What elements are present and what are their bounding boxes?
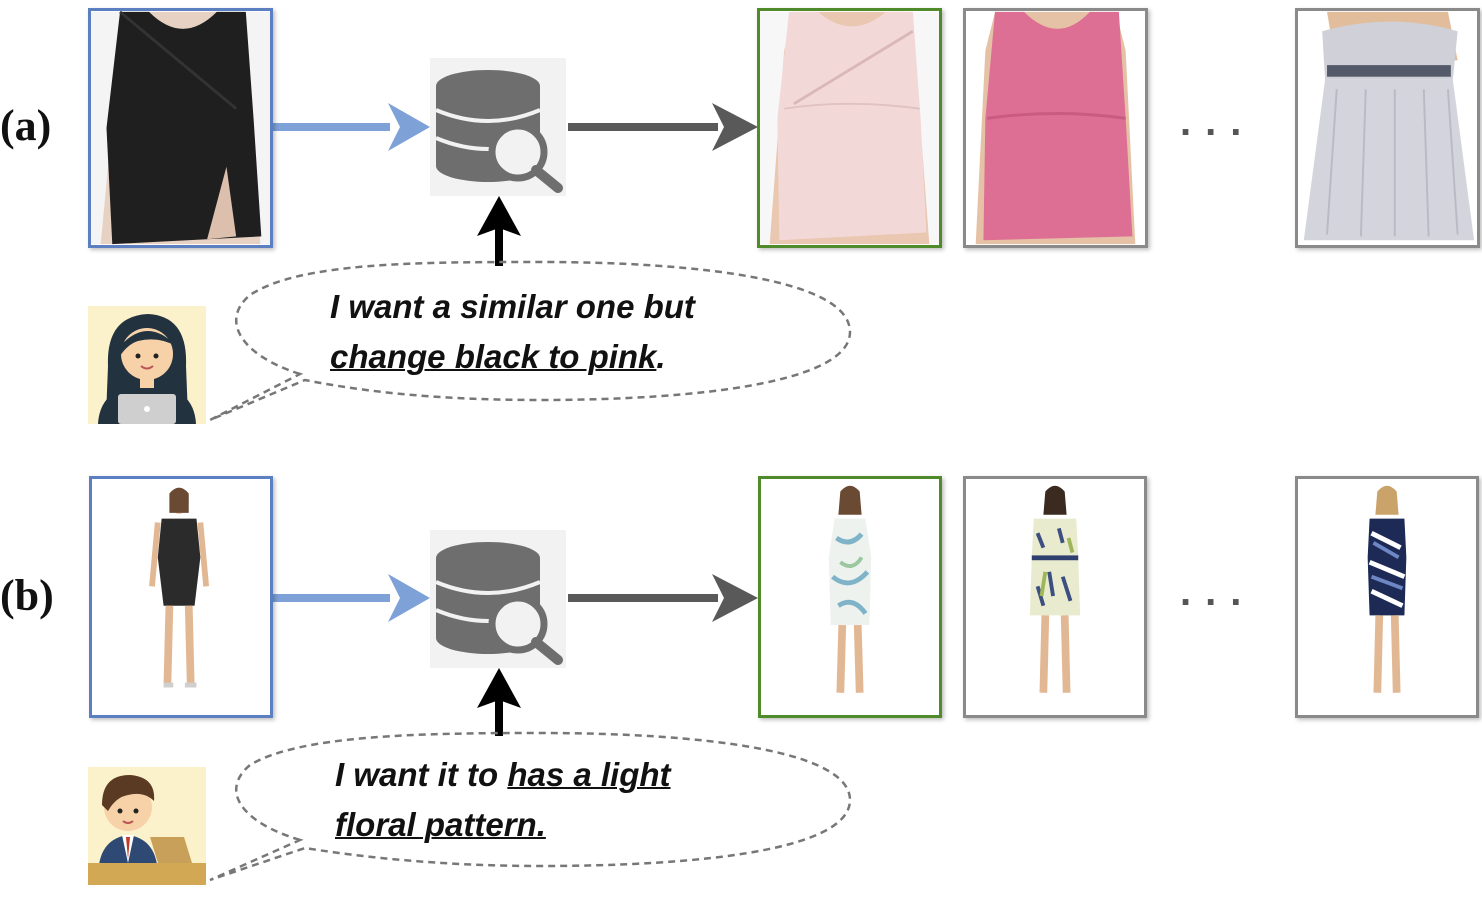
user-avatar-a <box>88 306 206 424</box>
result-arrow-b <box>568 574 758 622</box>
query-text-a-emphasis: change black to pink <box>330 338 657 375</box>
result-image-a-2 <box>963 8 1148 248</box>
man-with-laptop-icon <box>88 767 206 885</box>
text-arrow-b <box>477 668 521 736</box>
panel-label-b: (b) <box>0 571 54 620</box>
query-text-a: I want a similar one but change black to… <box>330 282 695 382</box>
database-search-icon-b <box>430 530 566 668</box>
query-image-b <box>89 476 273 718</box>
panel-label-a: (a) <box>0 101 52 150</box>
result-image-b-2 <box>963 476 1147 718</box>
ellipsis-b: ... <box>1180 570 1256 614</box>
query-arrow-a <box>270 103 430 151</box>
ellipsis-a: ... <box>1180 100 1256 144</box>
user-avatar-b <box>88 767 206 885</box>
result-image-a-1 <box>757 8 942 248</box>
query-text-b-plain: I want it to <box>335 756 499 793</box>
result-image-a-3 <box>1295 8 1480 248</box>
result-arrow-a <box>568 103 758 151</box>
query-arrow-b <box>270 574 430 622</box>
result-image-b-3 <box>1295 476 1479 718</box>
speech-bubble-b <box>209 731 852 882</box>
black-dress-image <box>91 11 270 245</box>
result-image-b-1 <box>758 476 942 718</box>
query-text-b-emphasis-2: floral pattern. <box>335 806 546 843</box>
speech-bubble-a <box>209 260 852 422</box>
database-search-icon-a <box>430 58 566 196</box>
query-text-b: I want it to has a light floral pattern. <box>335 750 671 850</box>
woman-with-laptop-icon <box>88 306 206 424</box>
text-arrow-a <box>477 196 521 266</box>
black-dress-model-image <box>92 479 270 715</box>
query-text-a-plain: I want a similar one but <box>330 288 695 325</box>
query-text-b-emphasis-1: has a light <box>507 756 671 793</box>
query-image-a <box>88 8 273 248</box>
query-text-a-end: . <box>656 338 666 375</box>
